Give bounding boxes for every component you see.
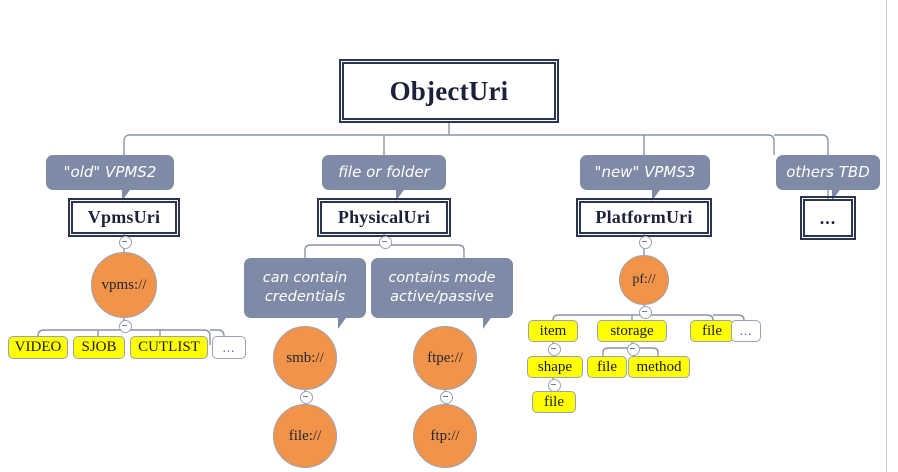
- collapse-toggle-storage[interactable]: [627, 343, 640, 356]
- leaf-file-shape[interactable]: file: [532, 391, 576, 413]
- note-can-contain-credentials-line1: can contain: [262, 270, 348, 287]
- leaf-video-label: VIDEO: [14, 339, 62, 355]
- leaf-storage[interactable]: storage: [597, 320, 667, 342]
- leaf-dots-pf[interactable]: ...: [731, 320, 761, 342]
- leaf-file-shape-label: file: [544, 393, 564, 410]
- leaf-video[interactable]: VIDEO: [8, 336, 68, 359]
- note-new-vpms3: "new" VPMS3: [580, 155, 710, 201]
- note-contains-mode-line2: active/passive: [390, 289, 494, 305]
- scheme-circle-ftpe-label: ftpe://: [427, 349, 463, 366]
- class-node-others-dots-label: ...: [819, 207, 837, 228]
- class-node-vpmsuri-label: VpmsUri: [87, 207, 161, 227]
- leaf-dots-vpms[interactable]: ...: [212, 336, 246, 359]
- leaf-method[interactable]: method: [628, 356, 690, 378]
- leaf-sjob-label: SJOB: [81, 339, 117, 355]
- leaf-storage-label: storage: [610, 322, 654, 339]
- scheme-circle-pf[interactable]: pf://: [619, 255, 669, 305]
- collapse-toggle-vpmsuri[interactable]: [119, 236, 132, 249]
- scheme-circle-vpms[interactable]: vpms://: [91, 252, 157, 318]
- class-node-vpmsuri[interactable]: VpmsUri: [68, 198, 180, 237]
- leaf-shape-label: shape: [537, 358, 573, 375]
- collapse-toggle-item[interactable]: [548, 343, 561, 356]
- leaf-file-pf-label: file: [702, 322, 722, 339]
- scheme-circle-smb-label: smb://: [286, 349, 324, 366]
- class-node-physicaluri-label: PhysicalUri: [337, 207, 431, 227]
- collapse-toggle-vpms[interactable]: [119, 320, 132, 333]
- note-can-contain-credentials-line2: credentials: [264, 289, 346, 305]
- leaf-file-storage[interactable]: file: [587, 356, 627, 378]
- callout-tail: [338, 315, 348, 329]
- root-node-objecturi[interactable]: ObjectUri: [339, 59, 559, 123]
- leaf-file-storage-label: file: [597, 358, 617, 375]
- scheme-circle-smb[interactable]: smb://: [273, 326, 337, 390]
- leaf-dots-vpms-label: ...: [222, 339, 236, 355]
- collapse-toggle-platformuri[interactable]: [639, 236, 652, 249]
- scheme-circle-file[interactable]: file://: [273, 404, 337, 468]
- scheme-circle-file-label: file://: [288, 427, 322, 444]
- note-can-contain-credentials: can contain credentials: [244, 258, 366, 329]
- collapse-toggle-pf[interactable]: [639, 306, 652, 319]
- leaf-item[interactable]: item: [528, 320, 578, 342]
- leaf-cutlist[interactable]: CUTLIST: [130, 336, 208, 359]
- note-contains-mode-line1: contains mode: [388, 270, 496, 287]
- note-contains-mode: contains mode active/passive: [371, 258, 513, 329]
- leaf-file-pf[interactable]: file: [690, 320, 734, 342]
- scheme-circle-vpms-label: vpms://: [101, 276, 147, 293]
- callout-tail: [122, 187, 132, 201]
- collapse-toggle-smb[interactable]: [300, 391, 313, 404]
- scheme-circle-ftp-label: ftp://: [430, 427, 460, 444]
- class-node-platformuri-label: PlatformUri: [595, 207, 693, 227]
- scheme-circle-ftp[interactable]: ftp://: [413, 404, 477, 468]
- scheme-circle-pf-label: pf://: [632, 272, 656, 287]
- note-others-tbd-label: others TBD: [786, 162, 870, 181]
- note-new-vpms3-label: "new" VPMS3: [594, 162, 696, 181]
- leaf-item-label: item: [539, 322, 567, 339]
- callout-tail: [652, 187, 662, 201]
- leaf-shape[interactable]: shape: [527, 356, 583, 378]
- class-node-others-dots[interactable]: ...: [800, 196, 856, 240]
- note-file-or-folder-label: file or folder: [338, 162, 430, 181]
- root-node-label: ObjectUri: [389, 75, 509, 106]
- page-boundary-line: [886, 0, 887, 472]
- scheme-circle-ftpe[interactable]: ftpe://: [413, 326, 477, 390]
- callout-tail: [832, 187, 842, 201]
- note-old-vpms2-label: "old" VPMS2: [63, 162, 157, 181]
- callout-tail: [483, 315, 493, 329]
- note-file-or-folder: file or folder: [322, 155, 446, 201]
- note-old-vpms2: "old" VPMS2: [46, 155, 174, 201]
- leaf-sjob[interactable]: SJOB: [73, 336, 125, 359]
- collapse-toggle-ftpe[interactable]: [440, 391, 453, 404]
- callout-tail: [396, 187, 406, 201]
- leaf-cutlist-label: CUTLIST: [138, 339, 200, 355]
- class-node-physicaluri[interactable]: PhysicalUri: [317, 198, 451, 237]
- collapse-toggle-physicaluri[interactable]: [379, 236, 392, 249]
- class-node-platformuri[interactable]: PlatformUri: [576, 198, 712, 237]
- leaf-method-label: method: [636, 358, 682, 375]
- note-others-tbd: others TBD: [776, 155, 880, 201]
- leaf-dots-pf-label: ...: [739, 323, 753, 338]
